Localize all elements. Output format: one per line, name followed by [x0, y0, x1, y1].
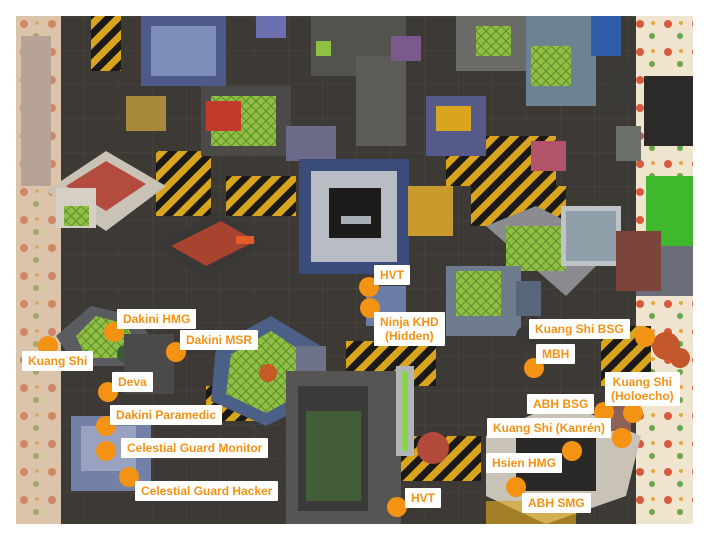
- label-kuang-shi-holoecho: Kuang Shi (Holoecho): [605, 372, 680, 406]
- marker-hvt-bottom: [387, 497, 407, 517]
- marker-celestial-guard-monitor: [96, 441, 116, 461]
- marker-kuang-shi-bsg: [635, 327, 655, 347]
- label-ninja-khd-line2: (Hidden): [385, 329, 434, 343]
- label-dakini-hmg: Dakini HMG: [117, 309, 197, 329]
- marker-kuang-shi-kanren: [612, 428, 632, 448]
- label-celestial-guard-monitor: Celestial Guard Monitor: [121, 438, 269, 458]
- label-ninja-khd: Ninja KHD (Hidden): [374, 312, 445, 346]
- label-dakini-msr: Dakini MSR: [180, 330, 259, 350]
- marker-celestial-guard-hacker: [119, 467, 139, 487]
- label-kuang-shi-left: Kuang Shi: [22, 351, 94, 371]
- board-illustration: [16, 16, 693, 524]
- label-kuang-shi-holoecho-line1: Kuang Shi: [612, 375, 672, 389]
- label-deva: Deva: [112, 372, 153, 392]
- label-kuang-shi-kanren: Kuang Shi (Kanrén): [487, 418, 612, 438]
- label-dakini-paramedic: Dakini Paramedic: [110, 405, 223, 425]
- marker-abh-bsg: [594, 402, 614, 422]
- board-photo: [16, 16, 693, 524]
- label-kuang-shi-bsg: Kuang Shi BSG: [529, 319, 630, 339]
- label-ninja-khd-line1: Ninja KHD: [380, 315, 439, 329]
- label-abh-bsg: ABH BSG: [527, 394, 595, 414]
- marker-kuang-shi-holoecho: [623, 403, 643, 423]
- marker-hsien-hmg: [562, 441, 582, 461]
- label-hsien-hmg: Hsien HMG: [486, 453, 563, 473]
- label-hvt-top: HVT: [374, 265, 410, 285]
- marker-abh-smg: [506, 477, 526, 497]
- label-kuang-shi-holoecho-line2: (Holoecho): [611, 389, 674, 403]
- label-hvt-bottom: HVT: [405, 488, 441, 508]
- label-abh-smg: ABH SMG: [522, 493, 591, 513]
- label-mbh: MBH: [536, 344, 576, 364]
- label-celestial-guard-hacker: Celestial Guard Hacker: [135, 481, 279, 501]
